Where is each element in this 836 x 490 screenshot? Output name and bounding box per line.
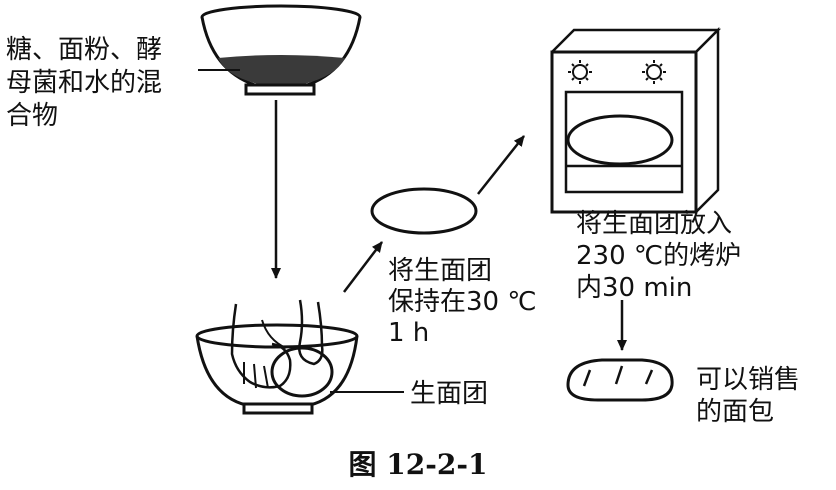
bread-label-line2: 的面包 [696, 396, 774, 429]
mixture-label-line3: 合物 [6, 100, 58, 133]
figure-caption: 图 12-2-1 [0, 443, 836, 483]
keep-label-line3: 1 h [388, 317, 429, 350]
kneading-bowl [197, 300, 357, 413]
oven-label-line1: 将生面团放入 [576, 208, 732, 241]
rising-dough [372, 189, 476, 233]
mixture-label-line1: 糖、面粉、酵 [6, 34, 162, 67]
mixing-bowl [202, 6, 360, 94]
raw-dough-label: 生面团 [410, 378, 488, 411]
oven [552, 30, 718, 212]
keep-label-line2: 保持在30 ℃ [388, 286, 537, 319]
oven-bread [568, 116, 672, 164]
arrow-to-oven [478, 136, 524, 194]
arrow-to-rising-dough [344, 242, 382, 292]
mixture-label-line2: 母菌和水的混 [6, 67, 162, 100]
finished-bread [568, 360, 672, 400]
keep-label-line1: 将生面团 [388, 255, 492, 288]
oven-label-line2: 230 ℃的烤炉 [576, 240, 741, 273]
oven-label-line3: 内30 min [576, 272, 692, 305]
bread-label-line1: 可以销售 [696, 364, 800, 397]
